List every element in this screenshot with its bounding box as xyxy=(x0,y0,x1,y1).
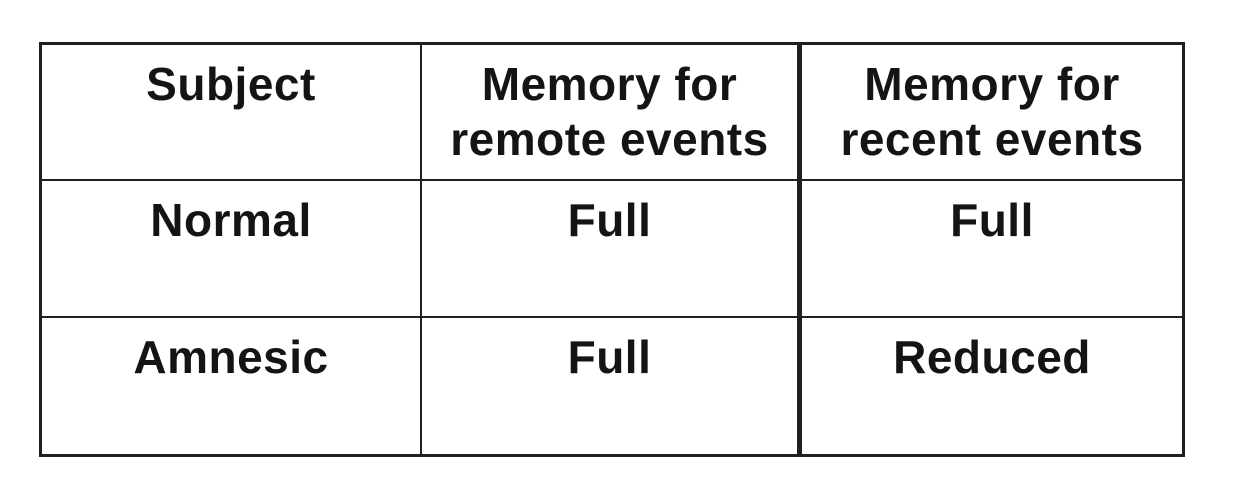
cell-value: Reduced xyxy=(893,330,1091,383)
header-cell-remote-events: Memory for remote events xyxy=(422,45,802,182)
header-label-recent-events: Memory for recent events xyxy=(840,58,1144,166)
cell-value: Amnesic xyxy=(133,330,329,383)
header-cell-subject: Subject xyxy=(42,45,422,182)
header-cell-recent-events: Memory for recent events xyxy=(802,45,1182,182)
cell-amnesic-recent: Reduced xyxy=(802,318,1182,454)
cell-amnesic-subject: Amnesic xyxy=(42,317,422,454)
cell-normal-subject: Normal xyxy=(42,181,422,318)
cell-value: Normal xyxy=(150,194,312,247)
cell-normal-recent: Full xyxy=(802,181,1182,318)
cell-value: Full xyxy=(567,194,652,247)
memory-comparison-table: Subject Memory for remote events Memory … xyxy=(39,42,1185,457)
cell-value: Full xyxy=(950,194,1034,247)
header-label-remote-events: Memory for remote events xyxy=(450,58,769,166)
cell-amnesic-remote: Full xyxy=(422,317,802,454)
cell-normal-remote: Full xyxy=(422,181,802,318)
header-label-subject: Subject xyxy=(146,58,316,110)
cell-value: Full xyxy=(567,330,652,383)
